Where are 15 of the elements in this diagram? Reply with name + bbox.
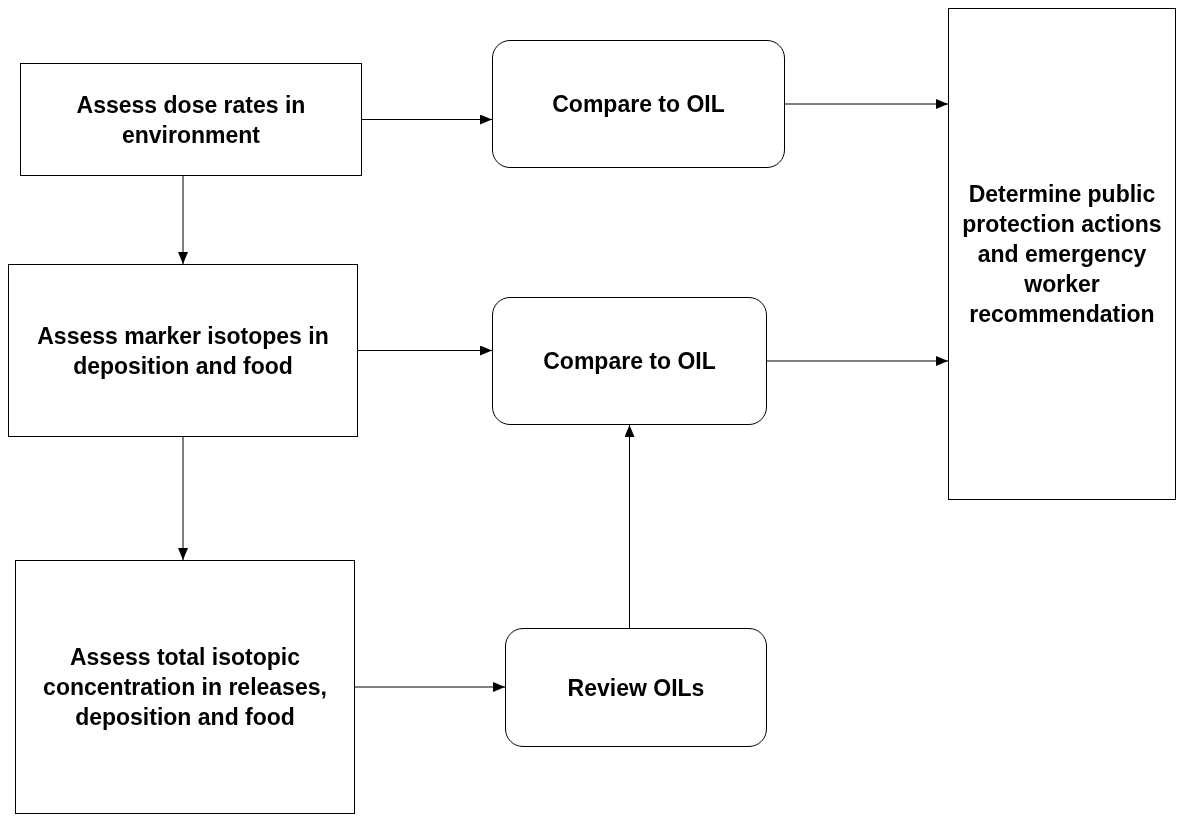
step-box: Determine public protection actions and emergency worker recommendation — [948, 8, 1176, 500]
step-box: Assess total isotopic concentration in releases, deposition and food — [15, 560, 355, 814]
arrow — [178, 436, 188, 561]
process-box: Compare to OIL — [492, 40, 785, 168]
arrow — [178, 175, 188, 265]
step-box: Assess marker isotopes in deposition and food — [8, 264, 358, 437]
arrow — [357, 345, 493, 356]
arrow — [624, 424, 635, 629]
arrow — [361, 114, 493, 125]
arrow — [784, 99, 949, 109]
step-box: Assess dose rates in environment — [20, 63, 362, 176]
arrow — [354, 682, 506, 692]
arrow — [766, 356, 949, 366]
process-box: Compare to OIL — [492, 297, 767, 425]
process-box: Review OILs — [505, 628, 767, 747]
